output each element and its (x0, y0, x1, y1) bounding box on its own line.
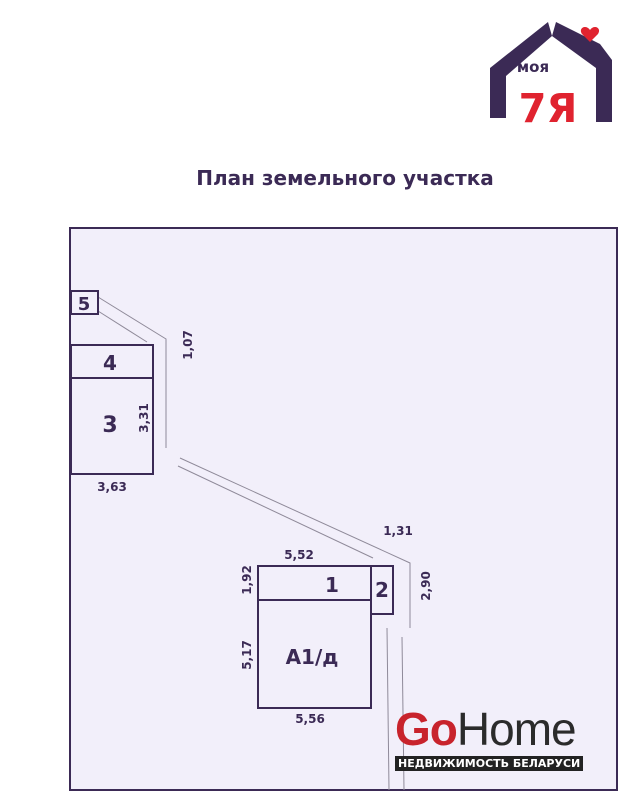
watermark-subtitle: НЕДВИЖИМОСТЬ БЕЛАРУСИ (395, 756, 584, 771)
building-label-2: 2 (375, 578, 389, 602)
logo-mark: 7Я (519, 86, 578, 132)
moya-semya-logo: моя 7Я (490, 22, 612, 132)
page-title: План земельного участка (196, 166, 494, 190)
building-label-4: 4 (103, 351, 117, 375)
building-label-5: 5 (78, 294, 91, 315)
dim-2-90: 2,90 (419, 571, 433, 601)
watermark-go: Go (395, 703, 458, 755)
building-5 (70, 290, 99, 315)
building-label-1: 1 (325, 573, 339, 597)
watermark-home: Home (456, 703, 577, 755)
building-label-a1d: А1/д (286, 645, 339, 669)
building-3 (70, 377, 154, 475)
heart-icon (580, 27, 600, 42)
dim-1-07: 1,07 (181, 330, 195, 360)
dim-1-31: 1,31 (383, 524, 413, 538)
dim-5-17: 5,17 (240, 640, 254, 670)
building-2 (370, 565, 394, 615)
dim-5-52: 5,52 (284, 548, 314, 562)
gohome-watermark: GoHome НЕДВИЖИМОСТЬ БЕЛАРУСИ (395, 706, 585, 771)
building-label-3: 3 (102, 413, 117, 438)
dim-3-31: 3,31 (137, 403, 151, 433)
plot-boundary (69, 227, 618, 791)
dim-1-92: 1,92 (240, 565, 254, 595)
building-a1d (257, 599, 372, 709)
logo-word: моя (517, 58, 549, 76)
dim-3-63: 3,63 (97, 480, 127, 494)
dim-5-56: 5,56 (295, 712, 325, 726)
